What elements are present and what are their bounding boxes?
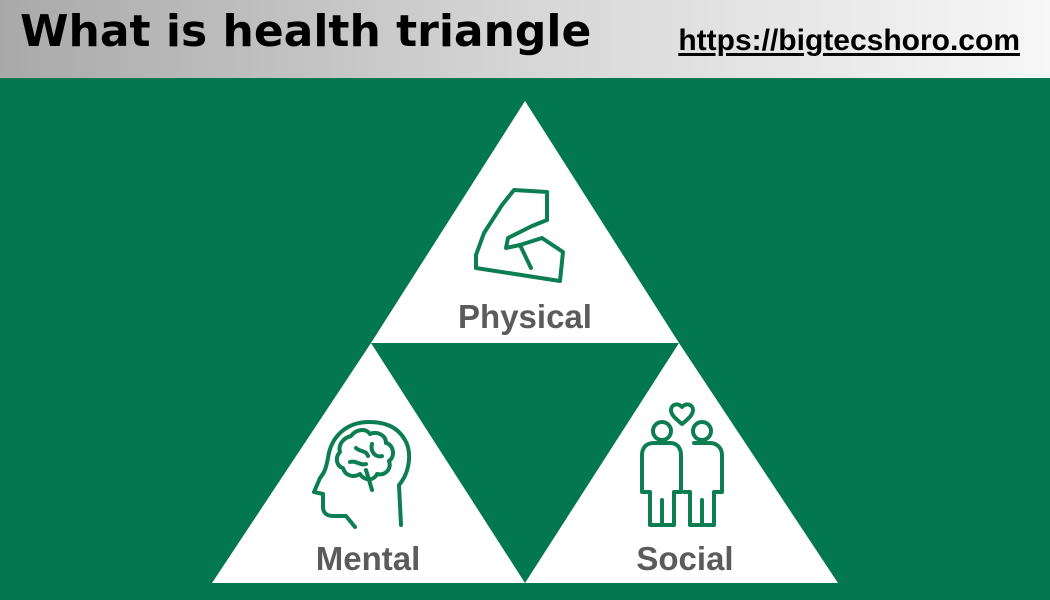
social-label: Social (636, 540, 733, 577)
header-bar: What is health triangle https://bigtecsh… (0, 0, 1050, 78)
site-link[interactable]: https://bigtecshoro.com (678, 24, 1020, 57)
flexed-arm-icon (474, 188, 565, 283)
two-people-heart-icon (640, 402, 724, 527)
physical-label: Physical (458, 298, 592, 335)
page-title: What is health triangle (20, 6, 592, 57)
social-segment: Social (525, 343, 838, 583)
mental-segment: Mental (212, 343, 525, 583)
mental-label: Mental (316, 540, 421, 577)
health-triangle-diagram: Physical Mental Social (0, 78, 1050, 600)
physical-segment: Physical (371, 101, 679, 343)
mental-triangle (212, 343, 525, 583)
head-brain-icon (312, 420, 412, 529)
physical-triangle (371, 101, 679, 343)
